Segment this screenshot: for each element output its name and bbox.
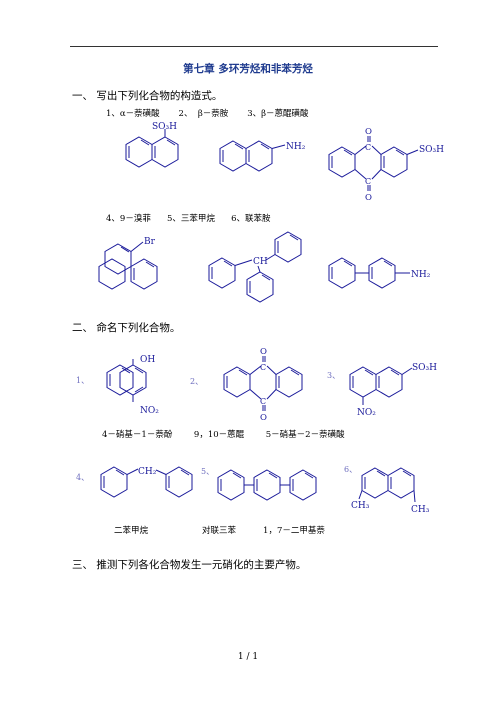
molecule-triphenylmethane: CH [208,231,302,303]
molecule-anthraquinonesulfonic-acid: C C O O SO₃H [328,127,444,203]
page-number: 1 / 1 [237,652,259,662]
molecule-p-terphenyl [217,469,317,501]
molecule-1-7-dimethylnaphthalene: CH₃ CH₃ [351,467,430,515]
part1-items-row2: 4、9－溴菲 5、三苯甲烷 6、联苯胺 [106,214,271,224]
molecule-diphenylmethane: CH₂ [100,466,193,498]
item-number-3: 3、 [327,371,341,380]
oxygen-top: O [260,347,267,357]
ch3-label: CH₃ [351,501,370,511]
item-number-5: 5、 [201,467,215,476]
no2-label: NO₂ [140,406,159,416]
item-number-4: 4、 [76,473,90,482]
part2-names-row1: 4－硝基－1－萘酚 9，10－蒽醌 5－硝基－2－萘磺酸 [102,430,345,440]
so3h-label: SO₃H [152,122,177,132]
molecule-biphenylamine: NH₂ [328,257,431,289]
molecule-anthraquinone: C C O O [223,347,303,423]
section-2-heading: 二、 命名下列化合物。 [72,322,181,334]
part1-items-row1: 1、α－萘磺酸 2、 β－萘胺 3、β－蒽醌磺酸 [106,109,309,119]
no2-label: NO₂ [357,408,376,418]
oh-label: OH [140,355,155,365]
header-rule [70,46,438,47]
carbonyl-c-top: C [365,143,371,152]
oxygen-bottom: O [260,413,267,423]
ch2-label: CH₂ [138,467,157,477]
section-3-heading: 三、 推测下列各化合物发生一元硝化的主要产物。 [72,559,307,571]
molecule-4-nitro-1-naphthol: OH NO₂ [106,355,159,416]
item-number-6: 6、 [344,465,358,474]
carbonyl-c-bottom: C [260,397,266,406]
oxygen-top: O [365,127,372,137]
molecule-beta-naphthylamine: NH₂ [219,140,306,172]
molecule-alpha-naphthalenesulfonic-acid: SO₃H [125,122,179,168]
item-number-2: 2、 [190,377,204,386]
ch3-label: CH₃ [411,505,430,515]
nh2-label: NH₂ [286,142,306,152]
molecule-9-bromophenanthrene: Br [98,237,158,290]
ch-label: CH [253,257,268,267]
item-number-1: 1、 [76,376,90,385]
part2-names-row2: 二苯甲烷 对联三苯 1，7－二甲基萘 [114,526,325,536]
section-1-heading: 一、 写出下列化合物的构造式。 [72,90,223,102]
chapter-title: 第七章 多环芳烃和非苯芳烃 [183,63,313,75]
nh2-label: NH₂ [411,270,431,280]
so3h-label: SO₃H [419,145,444,155]
molecule-5-nitro-2-naphthalenesulfonic-acid: SO₃H NO₂ [349,363,437,418]
so3h-label: SO₃H [412,363,437,373]
oxygen-bottom: O [365,193,372,203]
br-label: Br [144,237,156,247]
carbonyl-c-top: C [260,363,266,372]
carbonyl-c-bottom: C [365,177,371,186]
